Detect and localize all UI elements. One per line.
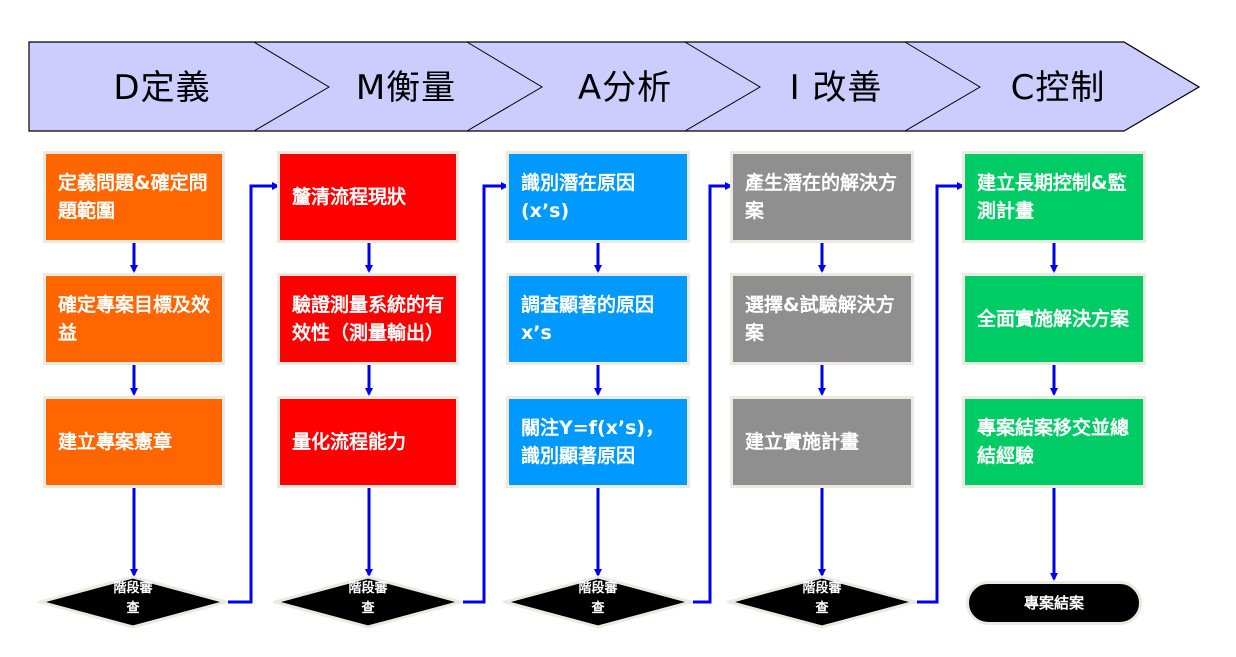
step-box-improve-3: 建立實施計畫 [730,396,914,488]
project-close-terminal: 專案結案 [966,581,1142,625]
step-box-improve-1: 產生潛在的解決方案 [730,151,914,243]
step-text: 專案結案移交並總結經驗 [977,417,1130,467]
phase-review-measure: 階段審查 [273,575,463,629]
phase-transition-arrow [917,182,965,604]
step-text: 定義問題&確定問題範圍 [58,172,208,222]
step-box-control-2: 全面實施解決方案 [962,273,1146,365]
review-label-line2: 查 [591,601,605,616]
step-box-control-3: 專案結案移交並總結經驗 [962,396,1146,488]
phase-label-measure: M衡量 [355,68,457,108]
step-box-define-2: 確定專案目標及效益 [43,273,225,365]
header-band-shape [28,41,1201,132]
phase-label-define: D定義 [113,68,211,108]
step-text: 釐清流程現狀 [292,186,407,208]
step-box-improve-2: 選擇&試驗解決方案 [730,273,914,365]
review-label-line1: 階段審 [113,581,153,596]
review-label: 階段審查 [273,579,463,619]
phase-review-analyze: 階段審查 [503,575,693,629]
review-label-line2: 查 [126,601,140,616]
step-box-define-1: 定義問題&確定問題範圍 [43,151,225,243]
phase-transition-arrow [463,182,509,604]
chevron-divider [684,41,761,132]
phase-chevron-band [28,41,1201,132]
phase-transition-arrow [693,182,733,604]
step-box-analyze-2: 調查顯著的原因x’s [506,273,690,365]
diamond-shape [503,575,693,629]
step-box-measure-2: 驗證測量系統的有效性（測量輸出） [277,273,459,365]
step-text: 全面實施解決方案 [977,308,1130,330]
chevron-divider [904,41,981,132]
review-label-line1: 階段審 [802,581,842,596]
phase-label-improve: I 改善 [789,68,883,108]
step-text: 產生潛在的解決方案 [745,172,898,222]
diamond-shape [38,575,228,629]
step-box-measure-1: 釐清流程現狀 [277,151,459,243]
step-box-control-1: 建立長期控制&監測計畫 [962,151,1146,243]
phase-label-analyze: A分析 [577,68,673,108]
diamond-shape [273,575,463,629]
phase-transition-arrow [228,182,280,604]
step-box-analyze-3: 關注Y=f(x’s)，識別顯著原因 [506,396,690,488]
step-text: 關注Y=f(x’s)，識別顯著原因 [521,417,665,467]
review-label: 階段審查 [503,579,693,619]
step-box-analyze-1: 識別潛在原因(x’s) [506,151,690,243]
phase-label-control: C控制 [1010,68,1106,108]
step-text: 確定專案目標及效益 [58,294,211,344]
step-text: 建立長期控制&監測計畫 [977,172,1127,222]
step-text: 調查顯著的原因x’s [521,294,655,344]
step-box-define-3: 建立專案憲章 [43,396,225,488]
chevron-divider [253,41,330,132]
step-text: 建立專案憲章 [58,431,173,453]
review-label-line2: 查 [815,601,829,616]
review-label-line2: 查 [361,601,375,616]
step-text: 驗證測量系統的有效性（測量輸出） [292,294,445,344]
review-label-line1: 階段審 [348,581,388,596]
step-text: 建立實施計畫 [745,431,860,453]
step-text: 識別潛在原因(x’s) [521,172,636,222]
step-box-measure-3: 量化流程能力 [277,396,459,488]
review-label-line1: 階段審 [578,581,618,596]
review-label: 階段審查 [38,579,228,619]
diamond-shape [727,575,917,629]
phase-review-define: 階段審查 [38,575,228,629]
step-text: 選擇&試驗解決方案 [745,294,895,344]
phase-review-improve: 階段審查 [727,575,917,629]
review-label: 階段審查 [727,579,917,619]
chevron-divider [466,41,543,132]
step-text: 量化流程能力 [292,431,407,453]
